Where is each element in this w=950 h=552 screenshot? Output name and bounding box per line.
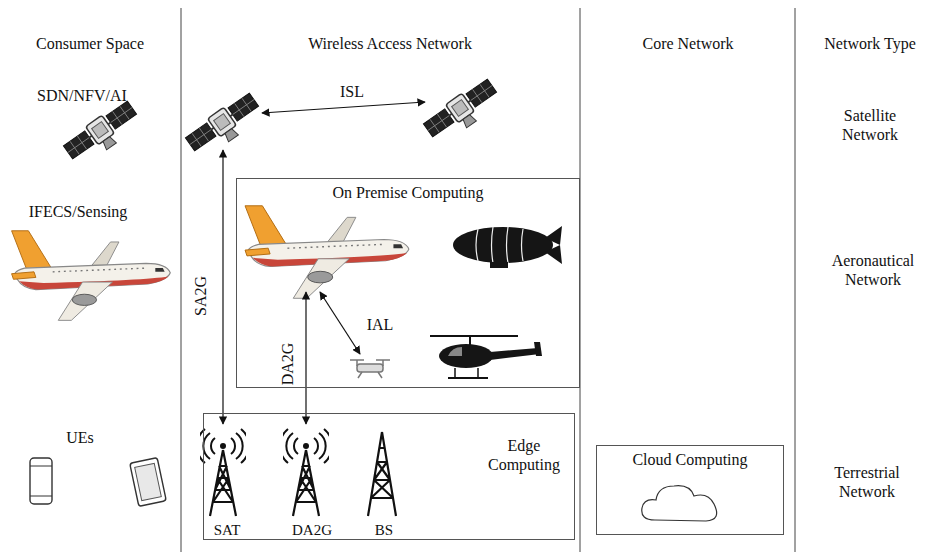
column-header: Consumer Space bbox=[36, 34, 144, 53]
network-type: Terrestrial Network bbox=[822, 463, 912, 501]
tower-node: DA2G bbox=[277, 424, 347, 540]
tower-node: SAT bbox=[194, 424, 260, 540]
link-label: DA2G bbox=[278, 341, 297, 388]
link-label: SA2G bbox=[191, 274, 210, 318]
column-header: Core Network bbox=[642, 34, 733, 53]
cloud-box: Cloud Computing bbox=[596, 445, 784, 535]
column-header: Network Type bbox=[824, 34, 915, 53]
node-text: SAT bbox=[194, 521, 260, 539]
node-text: DA2G bbox=[277, 521, 347, 539]
link-label: IAL bbox=[367, 315, 394, 334]
link-label: ISL bbox=[340, 82, 364, 101]
tower-node: BS bbox=[356, 424, 412, 540]
row-label: SDN/NFV/AI bbox=[37, 86, 127, 105]
region-box: Edge ComputingSATDA2GBS bbox=[203, 413, 575, 540]
network-type: Satellite Network bbox=[830, 106, 910, 144]
network-type: Aeronautical Network bbox=[823, 251, 923, 289]
column-header: Wireless Access Network bbox=[308, 34, 472, 53]
node-text: Edge Computing bbox=[479, 436, 569, 474]
node-text: Cloud Computing bbox=[597, 450, 783, 469]
row-label: IFECS/Sensing bbox=[29, 202, 128, 221]
node-text: BS bbox=[356, 521, 412, 539]
node-text: On Premise Computing bbox=[237, 183, 579, 202]
region-box: On Premise Computing bbox=[236, 178, 580, 388]
row-label: UEs bbox=[66, 428, 94, 447]
